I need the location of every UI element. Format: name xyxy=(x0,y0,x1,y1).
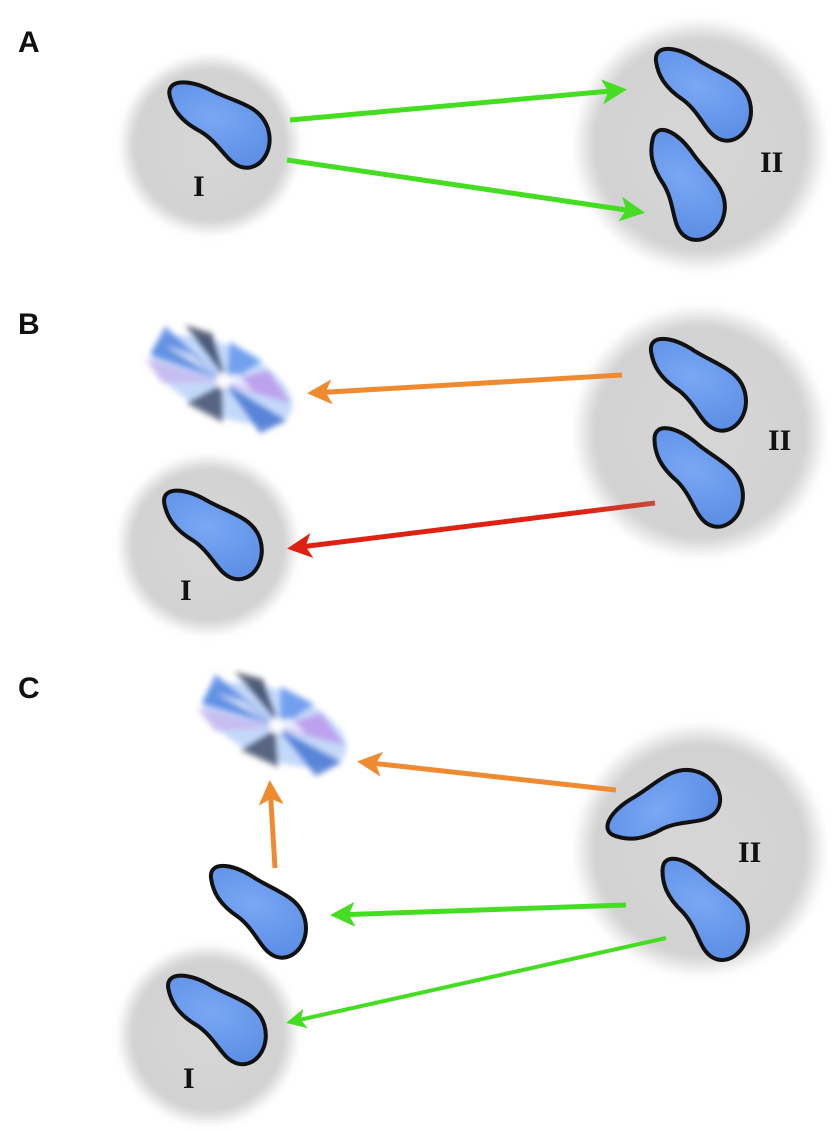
arrow-orange xyxy=(258,780,284,869)
arrow-green xyxy=(286,157,645,222)
arrow-green xyxy=(289,79,627,123)
arrow-green xyxy=(286,936,667,1029)
panel-a: A I II xyxy=(18,17,828,273)
panel-b: B II I xyxy=(18,304,828,637)
label-i: I xyxy=(193,170,205,203)
panel-letter-c: C xyxy=(18,672,40,705)
cell-circle-ii xyxy=(572,722,828,978)
cell-circle-i xyxy=(118,53,302,237)
arrow-orange xyxy=(357,751,617,793)
lysed-cell-burst-icon xyxy=(133,311,307,447)
panel-c: C II I xyxy=(18,659,828,1127)
label-ii: II xyxy=(768,424,791,457)
label-i: I xyxy=(183,1062,195,1095)
cell-circle-ii xyxy=(572,304,828,560)
arrow-red xyxy=(287,500,656,558)
label-ii: II xyxy=(738,836,761,869)
panel-letter-a: A xyxy=(18,26,40,59)
lysed-cell-burst-icon xyxy=(186,659,360,789)
arrow-orange xyxy=(307,372,623,405)
arrow-green xyxy=(330,901,627,927)
panel-letter-b: B xyxy=(18,308,40,341)
label-i: I xyxy=(180,574,192,607)
label-ii: II xyxy=(760,146,783,179)
